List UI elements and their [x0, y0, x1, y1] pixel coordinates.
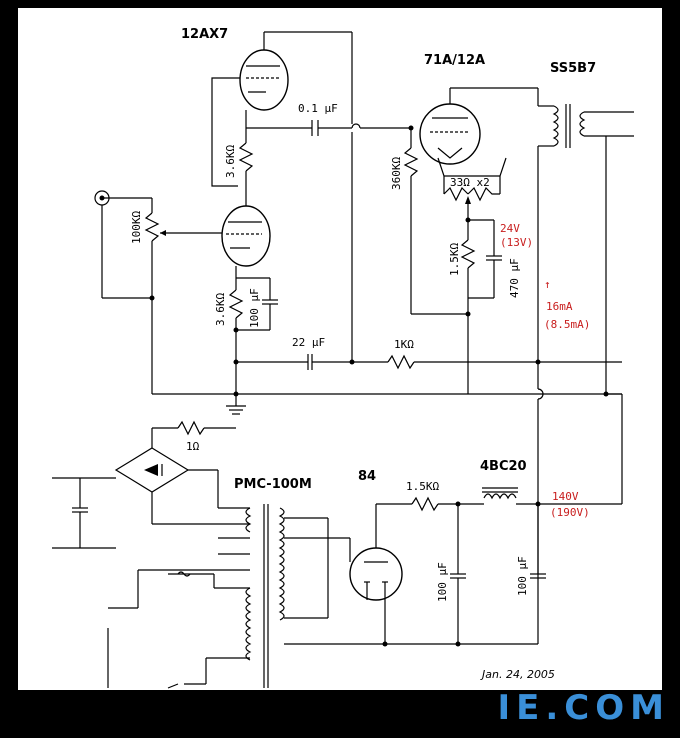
label-b-plus-alt: (190V) [550, 506, 590, 519]
watermark-logo: IE.COM [497, 688, 670, 728]
schematic-sheet: 12AX7 71A/12A SS5B7 0.1 µF 3.6KΩ 360KΩ 3… [18, 8, 662, 690]
label-cathode-cap: 100 µF [248, 288, 261, 328]
label-1ohm: 1Ω [186, 440, 200, 453]
label-current-arrow: ↑ [544, 278, 551, 291]
footer-bar [0, 690, 680, 738]
label-ss5b7: SS5B7 [550, 61, 596, 76]
tube-84-rectifier [349, 547, 403, 601]
label-current: 16mA [546, 300, 573, 313]
label-84: 84 [358, 469, 376, 484]
label-plate-resistor: 3.6KΩ [224, 145, 237, 178]
tube-12ax7-upper [239, 31, 352, 111]
label-grid-leak: 360KΩ [390, 157, 403, 190]
label-22uf: 22 µF [292, 336, 325, 349]
label-bias-cap: 470 µF [508, 258, 521, 298]
output-transformer [537, 88, 634, 394]
label-ps-cap-1: 100 µF [436, 562, 449, 602]
label-bias-resistor: 1.5KΩ [448, 243, 461, 276]
label-bias-voltage-alt: (13V) [500, 236, 533, 249]
label-b-plus: 140V [552, 490, 579, 503]
tube-71a [419, 87, 538, 165]
label-coupling-cap: 0.1 µF [298, 102, 338, 115]
label-bias-voltage: 24V [500, 222, 520, 235]
label-71a: 71A/12A [424, 53, 485, 68]
power-transformer [245, 504, 285, 688]
label-hum-pot: 33Ω x2 [450, 176, 490, 189]
label-date: Jan. 24, 2005 [482, 668, 555, 681]
label-pmc100m: PMC-100M [234, 477, 312, 492]
schematic-diagram: 12AX7 71A/12A SS5B7 0.1 µF 3.6KΩ 360KΩ 3… [52, 27, 634, 689]
label-current-alt: (8.5mA) [544, 318, 590, 331]
label-cathode-resistor: 3.6KΩ [214, 293, 227, 326]
label-ps-resistor: 1.5KΩ [406, 480, 439, 493]
label-volume: 100KΩ [130, 211, 143, 244]
label-1k: 1KΩ [394, 338, 414, 351]
tube-12ax7-lower [221, 205, 271, 267]
label-ps-cap-2: 100 µF [516, 556, 529, 596]
label-4bc20: 4BC20 [480, 459, 527, 474]
label-12ax7: 12AX7 [181, 27, 228, 42]
